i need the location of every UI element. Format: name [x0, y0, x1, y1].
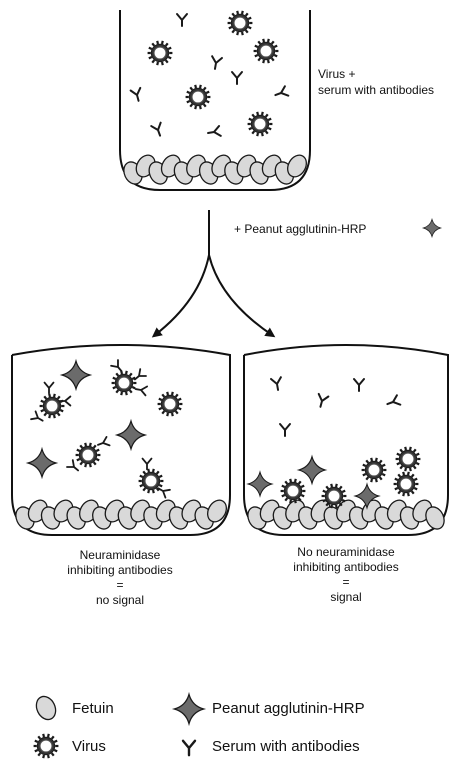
antibody-icon	[316, 394, 329, 408]
top-caption-line1: Virus +	[318, 66, 434, 82]
left-caption-line3: =	[20, 578, 220, 593]
antibody-icon	[354, 379, 364, 391]
left-caption-line4: no signal	[20, 593, 220, 608]
antibody-icon	[210, 56, 222, 70]
right-caption-line3: =	[246, 575, 446, 590]
antibody-icon	[177, 14, 187, 26]
antibody-icon	[274, 86, 289, 100]
virus-icon	[254, 39, 279, 63]
antibody-icon	[207, 126, 221, 138]
top-caption-line2: serum with antibodies	[318, 82, 434, 98]
virus-icon	[186, 85, 211, 109]
fetuin-icon	[33, 693, 59, 722]
right-well-caption: No neuraminidase inhibiting antibodies =…	[246, 545, 446, 605]
top-well-fetuin-layer	[120, 152, 310, 187]
antibody-icon	[232, 72, 242, 84]
virus-icon	[281, 479, 306, 503]
virus-icon	[40, 394, 65, 418]
antibody-icon	[280, 424, 290, 436]
antibody-icon	[131, 88, 144, 102]
virus-icon	[148, 41, 173, 65]
step-star-icon	[423, 219, 440, 236]
legend-fetuin-label: Fetuin	[72, 700, 114, 717]
antibody-icon	[386, 395, 401, 409]
virus-icon	[394, 472, 419, 496]
virus-icon	[396, 447, 421, 471]
antibody-icon	[151, 123, 165, 138]
antibody-icon	[183, 741, 195, 755]
arrow-right	[209, 255, 272, 335]
antibody-icon	[111, 360, 125, 374]
peanut-agglutinin-hrp-icon	[62, 361, 90, 389]
legend-serum-label: Serum with antibodies	[212, 738, 360, 755]
left-well-fetuin-layer	[12, 497, 230, 532]
antibody-icon	[271, 377, 283, 391]
top-well	[120, 10, 310, 190]
virus-icon	[228, 11, 253, 35]
reagent-label: + Peanut agglutinin-HRP	[234, 222, 366, 236]
peanut-agglutinin-hrp-icon	[174, 694, 203, 723]
legend-peanut-label: Peanut agglutinin-HRP	[212, 700, 365, 717]
left-caption-line2: inhibiting antibodies	[20, 563, 220, 578]
left-well-contents	[28, 360, 182, 498]
antibody-icon	[143, 459, 152, 470]
top-well-contents	[131, 11, 289, 138]
antibody-icon	[67, 460, 81, 474]
left-caption-line1: Neuraminidase	[20, 548, 220, 563]
virus-icon	[158, 392, 183, 416]
peanut-agglutinin-hrp-icon	[299, 457, 326, 484]
peanut-agglutinin-hrp-icon	[423, 219, 440, 236]
left-well	[12, 345, 230, 535]
virus-icon	[76, 443, 101, 467]
right-well-contents	[248, 377, 420, 508]
left-well-caption: Neuraminidase inhibiting antibodies = no…	[20, 548, 220, 608]
virus-icon	[112, 371, 137, 395]
top-well-caption: Virus + serum with antibodies	[318, 66, 434, 98]
legend-virus-label: Virus	[72, 738, 106, 755]
antibody-icon	[45, 383, 54, 394]
right-caption-line2: inhibiting antibodies	[246, 560, 446, 575]
right-caption-line4: signal	[246, 590, 446, 605]
virus-icon	[34, 734, 59, 758]
antibody-icon	[31, 411, 45, 424]
legend-icons	[33, 693, 204, 758]
antibody-icon	[60, 397, 71, 406]
right-well-fetuin-layer	[244, 497, 447, 532]
arrow-left	[155, 255, 209, 335]
right-well	[244, 345, 448, 535]
antibody-icon	[96, 437, 109, 449]
peanut-agglutinin-hrp-icon	[248, 472, 272, 496]
virus-icon	[248, 112, 273, 136]
right-caption-line1: No neuraminidase	[246, 545, 446, 560]
peanut-agglutinin-hrp-icon	[28, 449, 56, 477]
virus-icon	[362, 458, 387, 482]
antibody-icon	[135, 385, 147, 396]
antibody-icon	[132, 369, 146, 383]
peanut-agglutinin-hrp-icon	[117, 421, 145, 449]
